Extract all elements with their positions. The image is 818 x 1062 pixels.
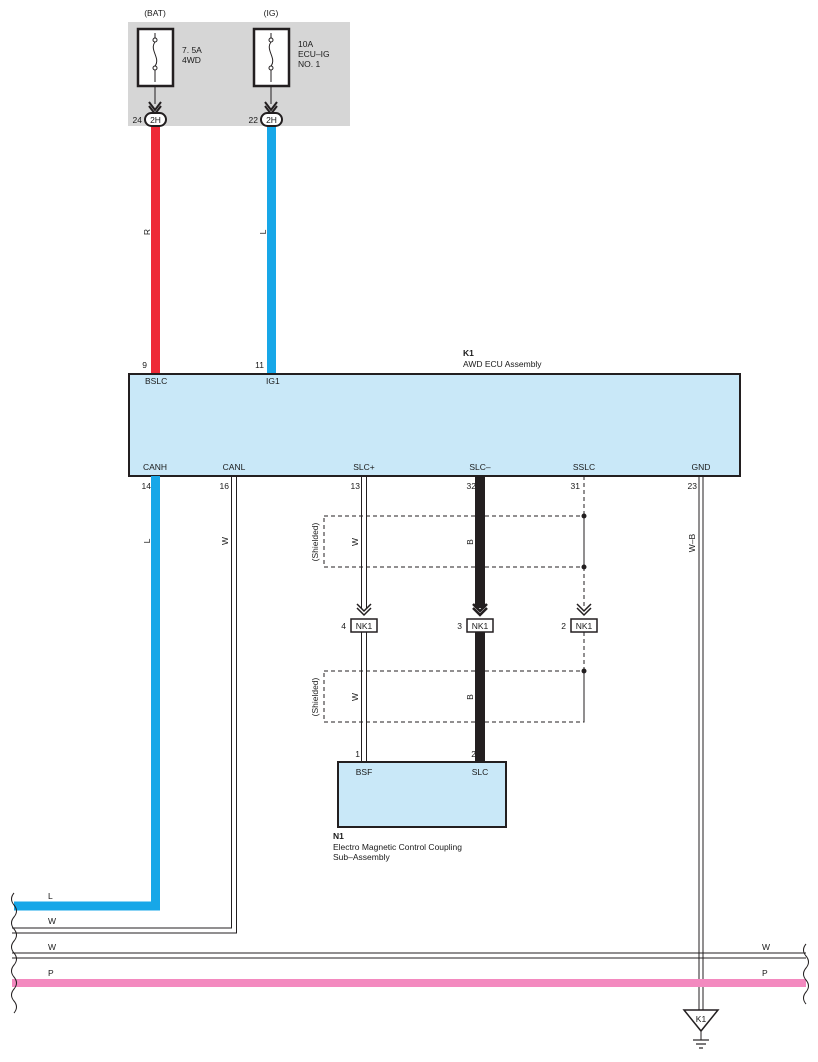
wire-canl-color-label: W <box>220 537 230 545</box>
wire-canl-white-b <box>12 476 237 934</box>
continuation-break-left-icon <box>11 892 17 1014</box>
ecu-pin-label-canl: CANL <box>223 462 246 472</box>
shield-lower-label: (Shielded) <box>310 677 320 716</box>
wire-slc-plus-color-label: W <box>350 538 360 546</box>
bus-right-label-w: W <box>762 942 770 952</box>
ecu-pin-9: 9 <box>142 360 147 370</box>
ecu-id: K1 <box>463 348 474 358</box>
wire-ig-blue <box>267 127 276 374</box>
bus-left-label-w2: W <box>48 942 56 952</box>
fuse-bat-name: 4WD <box>182 55 201 65</box>
junction-conn-label: NK1 <box>576 621 593 631</box>
ecu-pin-32: 32 <box>467 481 477 491</box>
ecu-pin-16: 16 <box>220 481 230 491</box>
wire-canh-blue <box>14 476 160 911</box>
ecu-pin-label-bslc: BSLC <box>145 376 167 386</box>
fuse-ig-supply: (IG) <box>264 8 279 18</box>
wire-gnd-color-label: W–B <box>687 533 697 552</box>
junction-nk1: NK1 4 NK1 3 NK1 2 <box>341 603 598 633</box>
wire-ig-color-label: L <box>258 229 268 234</box>
coupling-n1: 1 2 BSF SLC N1 Electro Magnetic Control … <box>333 749 507 862</box>
coupling-pin-1: 1 <box>355 749 360 759</box>
wire-bat-red <box>151 127 160 374</box>
ecu-pin-label-sslc: SSLC <box>573 462 595 472</box>
shield-upper: (Shielded) <box>310 513 587 570</box>
bus-left-label-p: P <box>48 968 54 978</box>
bus-left-label-l: L <box>48 891 53 901</box>
wire-slc-lower-color-label: B <box>465 694 475 700</box>
fuse-ig-connector: 2H <box>266 115 277 125</box>
arrow-down-icon <box>472 603 488 617</box>
fuse-symbol-icon <box>152 33 158 82</box>
fuse-bat-rating: 7. 5A <box>182 45 202 55</box>
ecu-pin-label-slc-plus: SLC+ <box>353 462 375 472</box>
shield-lower: (Shielded) <box>310 668 587 723</box>
coupling-name-line1: Electro Magnetic Control Coupling <box>333 842 462 852</box>
ecu-k1: K1 AWD ECU Assembly 9 11 BSLC IG1 CANH C… <box>128 348 741 491</box>
coupling-pin-2: 2 <box>471 749 476 759</box>
bus-left-label-w1: W <box>48 916 56 926</box>
bus-right-label-p: P <box>762 968 768 978</box>
junction-conn-label: NK1 <box>472 621 489 631</box>
coupling-name-line2: Sub–Assembly <box>333 852 390 862</box>
fuse-bat: (BAT) 7. 5A 4WD 2H 24 <box>133 8 202 127</box>
ecu-pin-31: 31 <box>571 481 581 491</box>
coupling-id: N1 <box>333 831 344 841</box>
fuse-bat-connector: 2H <box>150 115 161 125</box>
fuse-symbol-icon <box>268 33 274 82</box>
ground-icon <box>693 1031 709 1049</box>
wire-bat-color-label: R <box>142 229 152 235</box>
junction-conn-label: NK1 <box>356 621 373 631</box>
fuse-ig-pin: 22 <box>249 115 259 125</box>
wire-canh-color-label: L <box>142 538 152 543</box>
arrow-down-icon <box>576 603 592 617</box>
ecu-pin-label-canh: CANH <box>143 462 167 472</box>
junction-pin-2: 2 <box>561 621 566 631</box>
bus-lines: L W W P W P <box>11 891 809 1014</box>
ecu-name: AWD ECU Assembly <box>463 359 542 369</box>
junction-pin-4: 4 <box>341 621 346 631</box>
fuse-ig-name-line2: NO. 1 <box>298 59 320 69</box>
coupling-box <box>337 761 507 828</box>
ecu-pin-23: 23 <box>688 481 698 491</box>
wire-slc-minus-color-label: B <box>465 539 475 545</box>
ground-id: K1 <box>696 1014 707 1024</box>
fuse-ig-rating: 10A <box>298 39 313 49</box>
bus-pink <box>12 979 806 987</box>
ecu-pin-13: 13 <box>351 481 361 491</box>
wire-slc-black-lower <box>475 632 485 762</box>
ecu-pin-label-gnd: GND <box>692 462 711 472</box>
coupling-pin-label-bsf: BSF <box>356 767 373 777</box>
wire-canl-white-a <box>12 476 232 929</box>
wire-slc-minus-black <box>475 476 485 608</box>
fuse-bat-pin: 24 <box>133 115 143 125</box>
continuation-break-right-icon <box>803 943 809 1005</box>
arrow-down-icon <box>356 603 372 617</box>
fuse-ig-name-line1: ECU–IG <box>298 49 330 59</box>
ecu-pin-11: 11 <box>255 360 264 370</box>
fuse-bat-supply: (BAT) <box>144 8 166 18</box>
ecu-box <box>128 373 741 477</box>
ecu-pin-label-slc-minus: SLC– <box>469 462 491 472</box>
wire-bsf-color-label: W <box>350 693 360 701</box>
fuse-ig: (IG) 10A ECU–IG NO. 1 2H 22 <box>249 8 330 127</box>
junction-pin-3: 3 <box>457 621 462 631</box>
ecu-pin-label-ig1: IG1 <box>266 376 280 386</box>
ecu-pin-14: 14 <box>142 481 152 491</box>
coupling-pin-label-slc: SLC <box>472 767 489 777</box>
ground-k1: K1 <box>682 1009 720 1049</box>
shield-upper-label: (Shielded) <box>310 522 320 561</box>
